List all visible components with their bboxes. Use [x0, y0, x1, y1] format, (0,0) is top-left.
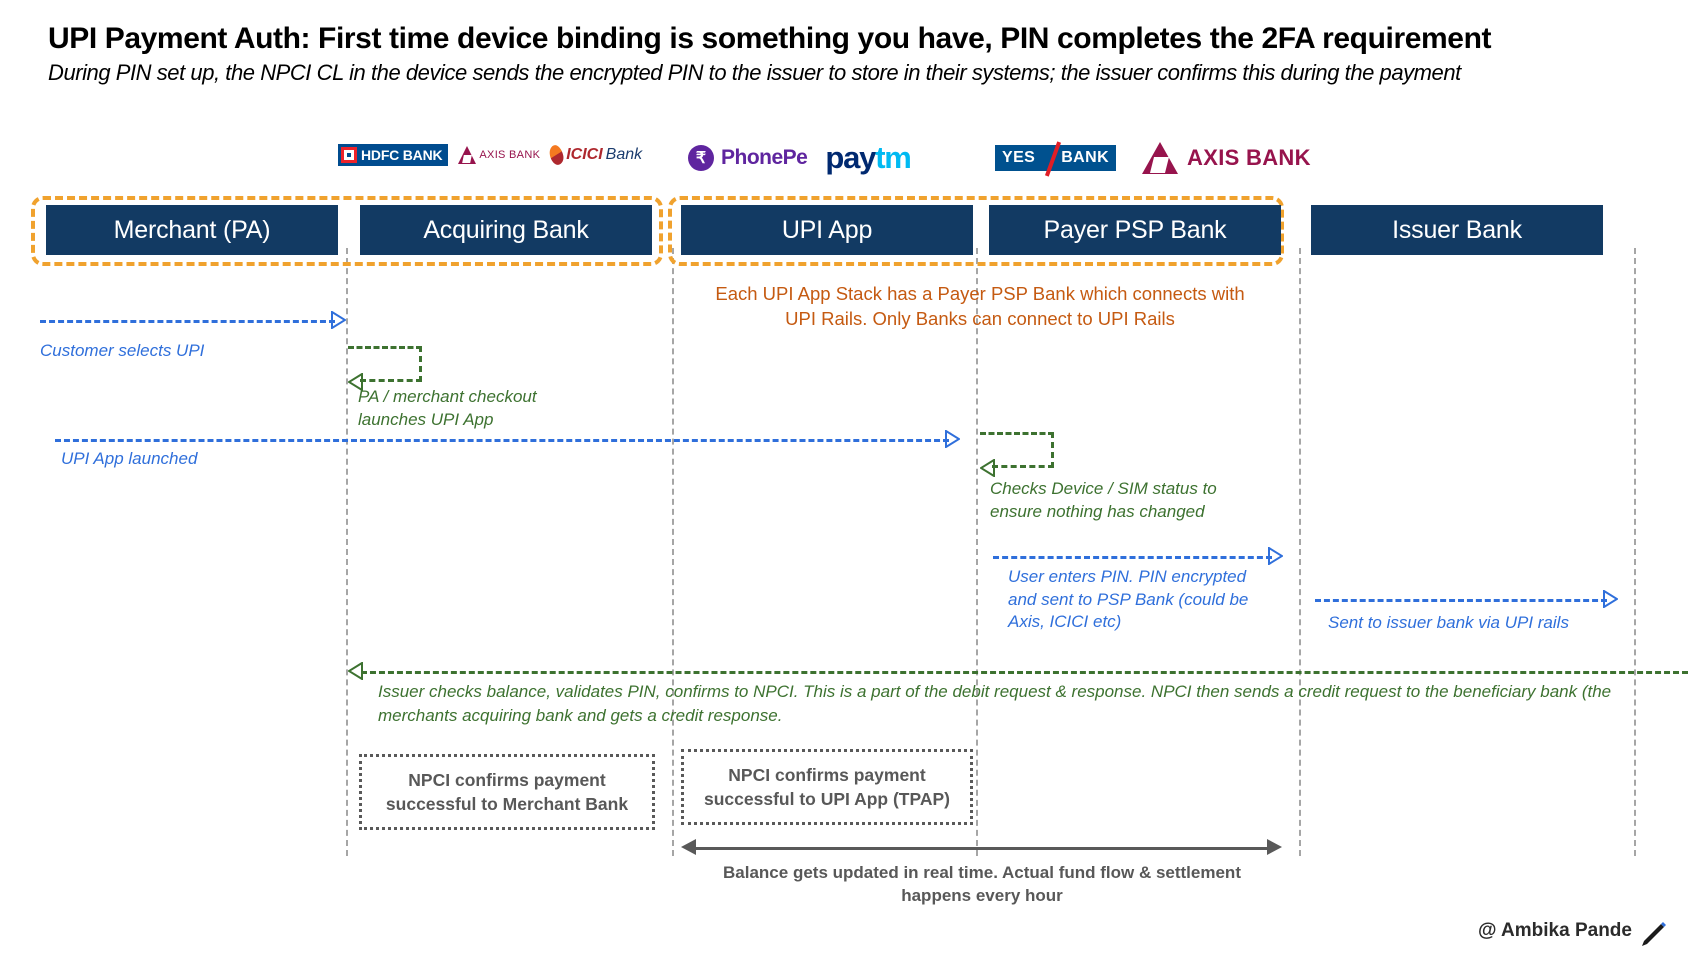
arrow-line [40, 320, 335, 323]
arrowhead-left-icon [348, 662, 363, 680]
hdfc-bank-logo: HDFC BANK [338, 144, 449, 166]
lifeline-psp [1299, 248, 1301, 856]
axis-label-small: AXIS BANK [479, 149, 541, 161]
lifeline-merchant [346, 248, 348, 856]
note-issuer-confirms: Issuer checks balance, validates PIN, co… [378, 680, 1688, 728]
page-title: UPI Payment Auth: First time device bind… [48, 22, 1492, 55]
paytm-label-b: tm [875, 140, 912, 175]
note-checks-device-line1: Checks Device / SIM status to [990, 479, 1217, 498]
pen-icon [1642, 922, 1666, 946]
note-checks-device-line2: ensure nothing has changed [990, 501, 1205, 521]
arrowhead-right-icon [1268, 547, 1283, 565]
yes-slash-icon [1044, 141, 1061, 177]
phonepe-label: PhonePe [721, 146, 808, 169]
note-pa-checkout-line2: launches UPI App [358, 409, 494, 429]
note-user-enters-pin-line2: and sent to PSP Bank (could be [1008, 589, 1249, 609]
note-user-enters-pin: User enters PIN. PIN encrypted and sent … [1008, 566, 1268, 634]
upi-app-logos: PhonePe paytm [688, 140, 912, 176]
phonepe-logo: PhonePe [688, 145, 808, 171]
actor-upi-app[interactable]: UPI App [681, 205, 973, 255]
arrow-line [55, 439, 949, 442]
arrow-line [993, 556, 1272, 559]
selfloop-acquiring-bank [348, 346, 422, 391]
selfloop-side [1051, 432, 1054, 468]
label-sent-to-issuer: Sent to issuer bank via UPI rails [1328, 613, 1569, 632]
icici-label-a: ICICI [566, 146, 603, 163]
page-subtitle: During PIN set up, the NPCI CL in the de… [48, 60, 1461, 85]
arrowhead-right-icon [331, 311, 346, 329]
phonepe-rupee-icon [688, 145, 714, 171]
actor-acquiring-bank[interactable]: Acquiring Bank [360, 205, 652, 255]
note-box-npci-upiapp-text: NPCI confirms payment successful to UPI … [704, 763, 950, 811]
note-issuer-confirms-line1: Issuer checks balance, validates PIN, co… [378, 682, 1612, 701]
lifeline-upiapp [976, 248, 978, 856]
group-merchant-acquiring [31, 196, 663, 266]
icici-bank-logo: ICICI Bank [548, 143, 643, 167]
npci-upiapp-line2: successful to UPI App (TPAP) [704, 789, 950, 809]
arrowhead-left-icon [980, 459, 995, 477]
psp-bank-logos: YES BANK AXIS BANK [995, 141, 1311, 177]
yes-label-b: BANK [1061, 149, 1110, 166]
arrowhead-left-icon [681, 839, 696, 855]
paytm-label-a: pay [825, 140, 876, 175]
arrowhead-left-icon [348, 373, 363, 391]
note-settlement: Balance gets updated in real time. Actua… [680, 862, 1284, 907]
actor-payer-psp-bank[interactable]: Payer PSP Bank [989, 205, 1281, 255]
lifeline-issuer [1634, 248, 1636, 856]
axis-bank-logo-small: AXIS BANK [458, 146, 540, 164]
selfloop-top [980, 432, 1054, 435]
selfloop-bottom [992, 465, 1054, 468]
icici-flame-icon [548, 143, 566, 167]
yes-bank-logo: YES BANK [995, 141, 1117, 177]
actor-merchant[interactable]: Merchant (PA) [46, 205, 338, 255]
note-pa-checkout: PA / merchant checkout launches UPI App [358, 386, 658, 431]
note-user-enters-pin-line1: User enters PIN. PIN encrypted [1008, 567, 1247, 586]
npci-merchant-line2: successful to Merchant Bank [385, 794, 629, 814]
axis-bank-logo-large: AXIS BANK [1142, 142, 1311, 174]
arrow-line [694, 847, 1269, 850]
arrow-line [361, 671, 1688, 674]
note-box-npci-merchant: NPCI confirms payment successful to Merc… [359, 754, 655, 830]
note-checks-device: Checks Device / SIM status to ensure not… [990, 478, 1310, 523]
label-upi-app-launched: UPI App launched [61, 449, 198, 468]
note-upi-rails-line1: Each UPI App Stack has a Payer PSP Bank … [715, 283, 1245, 304]
note-upi-rails-line2: UPI Rails. Only Banks can connect to UPI… [785, 307, 1175, 329]
axis-mark-large-icon [1142, 142, 1179, 174]
npci-upiapp-line1: NPCI confirms payment [728, 764, 926, 785]
hdfc-label: HDFC BANK [361, 147, 443, 163]
arrow-line [1315, 599, 1607, 602]
selfloop-psp-bank [980, 432, 1054, 477]
axis-mark-icon [458, 146, 477, 164]
note-upi-rails: Each UPI App Stack has a Payer PSP Bank … [690, 282, 1270, 331]
npci-merchant-line1: NPCI confirms payment [408, 769, 606, 790]
note-pa-checkout-line1: PA / merchant checkout [358, 387, 537, 406]
arrowhead-right-icon [1603, 590, 1618, 608]
arrowhead-right-icon [1267, 839, 1282, 855]
actor-issuer-bank[interactable]: Issuer Bank [1311, 205, 1603, 255]
selfloop-bottom [360, 379, 422, 382]
arrowhead-right-icon [945, 430, 960, 448]
yes-label-a: YES [1002, 149, 1036, 166]
group-upiapp-psp [668, 196, 1284, 266]
lifeline-acquiring [672, 248, 674, 856]
note-user-enters-pin-line3: Axis, ICICI etc) [1008, 612, 1122, 632]
note-box-npci-merchant-text: NPCI confirms payment successful to Merc… [386, 768, 628, 816]
note-settlement-line1: Balance gets updated in real time. Actua… [723, 863, 1241, 882]
note-settlement-line2: happens every hour [901, 885, 1063, 905]
note-issuer-confirms-line2: merchants acquiring bank and gets a cred… [378, 706, 783, 726]
hdfc-square-icon [341, 147, 357, 163]
axis-label-large: AXIS BANK [1187, 145, 1311, 170]
label-customer-selects-upi: Customer selects UPI [40, 341, 205, 360]
author-credit: @ Ambika Pande [1477, 920, 1632, 941]
note-box-npci-upiapp: NPCI confirms payment successful to UPI … [681, 749, 973, 825]
icici-label-b: Bank [605, 146, 643, 163]
acquiring-bank-logos: HDFC BANK AXIS BANK ICICI Bank [338, 143, 643, 167]
paytm-logo: paytm [825, 140, 912, 176]
selfloop-top [348, 346, 422, 349]
selfloop-side [419, 346, 422, 382]
